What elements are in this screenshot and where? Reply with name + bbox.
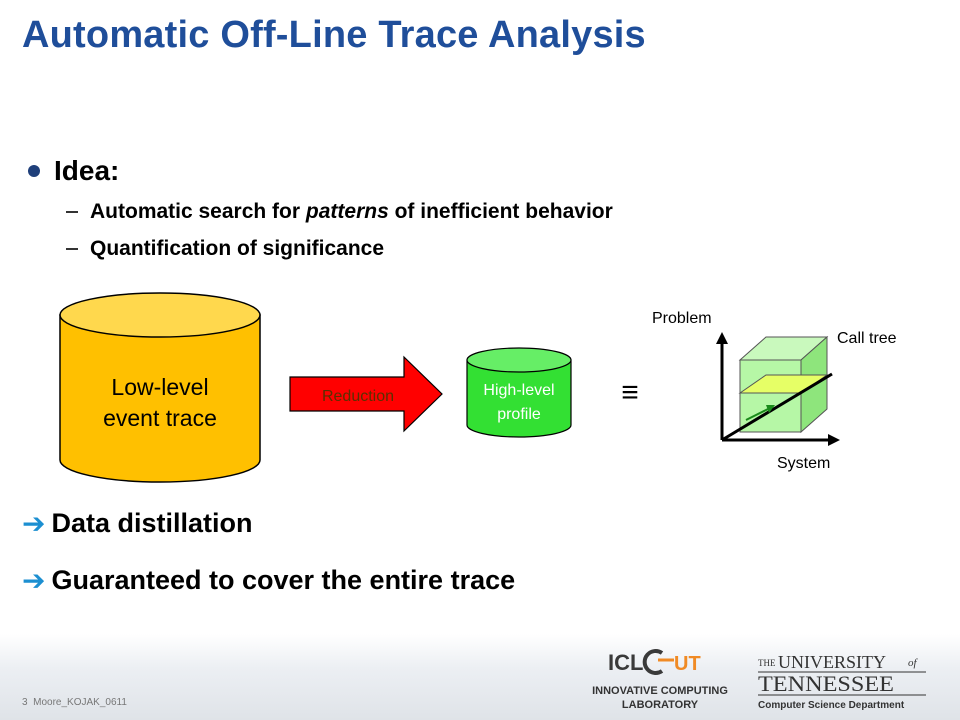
axis-label-call-tree: Call tree (837, 330, 897, 347)
svg-text:of: of (908, 657, 919, 669)
axis-label-system: System (777, 455, 830, 472)
dash-icon (66, 248, 78, 250)
conclusion-text: Data distillation (51, 508, 253, 538)
high-level-label-line2: profile (497, 406, 541, 423)
svg-text:THE: THE (758, 658, 776, 668)
icl-line1: INNOVATIVE COMPUTING (592, 685, 728, 697)
reduction-arrow: Reduction (289, 355, 443, 433)
svg-text:UT: UT (674, 653, 701, 675)
university-of-tennessee-logo: THE UNIVERSITY of TENNESSEE Computer Sci… (758, 652, 926, 711)
high-level-profile-cylinder: High-level profile (466, 347, 572, 438)
icl-line2: LABORATORY (622, 699, 699, 711)
low-level-trace-cylinder: Low-level event trace (59, 292, 261, 483)
idea-bullet: Idea: (22, 155, 119, 187)
conclusion-data-distillation: ➔ Data distillation (22, 507, 253, 540)
bullet-dot-icon (28, 165, 40, 177)
idea-item-patterns: Automatic search for patterns of ineffic… (66, 200, 613, 224)
footer-band (0, 634, 960, 720)
axis-label-problem: Problem (652, 310, 712, 327)
right-arrow-icon: ➔ (22, 508, 46, 539)
trace-reduction-diagram: Low-level event trace Reduction High-lev… (59, 292, 897, 483)
svg-text:UNIVERSITY: UNIVERSITY (778, 652, 886, 672)
icl-logo: ICL UT INNOVATIVE COMPUTING LABORATORY (592, 649, 728, 711)
idea-item-text: Quantification of significance (90, 237, 385, 260)
dash-icon (66, 211, 78, 213)
svg-text:Computer Science Department: Computer Science Department (758, 700, 905, 711)
conclusion-cover-entire-trace: ➔ Guaranteed to cover the entire trace (22, 564, 515, 597)
icl-logo-text: ICL (608, 650, 643, 675)
reduction-label: Reduction (322, 388, 394, 405)
idea-item-quantification: Quantification of significance (66, 237, 384, 261)
profile-cube: Problem Call tree System (652, 310, 897, 472)
conclusion-text: Guaranteed to cover the entire trace (51, 565, 516, 595)
idea-item-text: Automatic search for patterns of ineffic… (90, 200, 613, 223)
low-level-label-line2: event trace (103, 405, 217, 431)
slide-title: Automatic Off-Line Trace Analysis (22, 14, 646, 56)
high-level-label-line1: High-level (483, 382, 554, 399)
svg-text:TENNESSEE: TENNESSEE (758, 671, 894, 696)
equivalence-sign: ≡ (621, 376, 639, 409)
idea-label: Idea: (54, 155, 120, 186)
slide-footer-label: 3 Moore_KOJAK_0611 (22, 697, 127, 708)
right-arrow-icon: ➔ (22, 565, 46, 596)
low-level-label-line1: Low-level (111, 374, 208, 400)
